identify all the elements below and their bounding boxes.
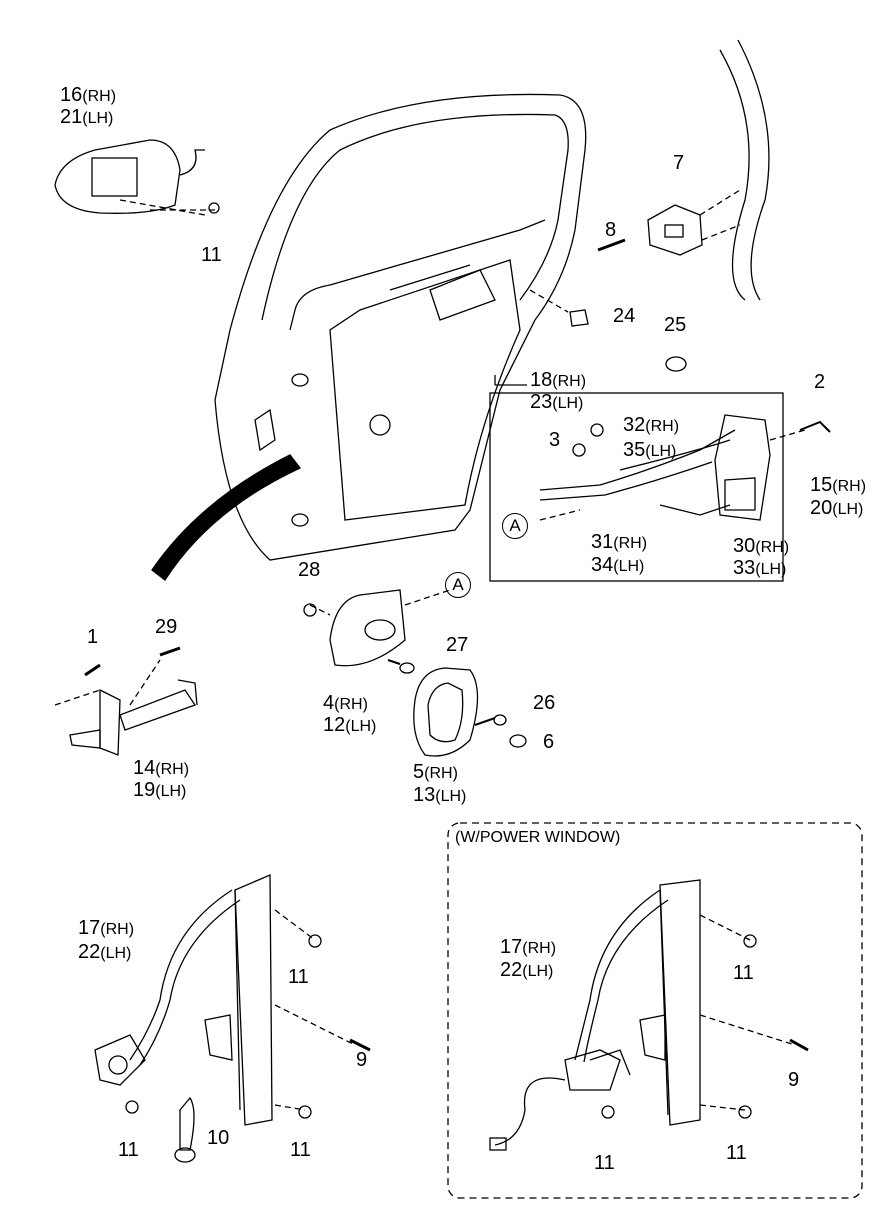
- callout-11: 11: [594, 1152, 615, 1174]
- callout-28: 28: [298, 559, 321, 581]
- callout-11: 11: [290, 1139, 311, 1161]
- manual-window-regulator: [94, 874, 371, 1163]
- callout-17-rh: 17(RH): [78, 917, 135, 939]
- callout-9: 9: [356, 1049, 368, 1071]
- callout-25: 25: [664, 314, 687, 336]
- callout-31-rh: 31(RH): [591, 531, 648, 553]
- door-lock-part: [539, 414, 831, 521]
- callout-15-rh: 15(RH): [810, 474, 867, 496]
- callout-34-lh: 34(LH): [591, 554, 645, 576]
- callout-32-rh: 32(RH): [623, 414, 680, 436]
- callout-6: 6: [543, 731, 555, 753]
- plug-24: [569, 309, 589, 327]
- callout-5-rh: 5(RH): [413, 761, 458, 783]
- callout-21-lh: 21(LH): [60, 106, 114, 128]
- callout-22-lh-power: 22(LH): [500, 959, 554, 981]
- callout-27: 27: [446, 634, 469, 656]
- callout-26: 26: [533, 692, 556, 714]
- callout-22-lh: 22(LH): [78, 941, 132, 963]
- callout-3: 3: [549, 429, 561, 451]
- callout-11: 11: [201, 244, 222, 266]
- door-lock-assembly-box: [489, 392, 784, 582]
- callout-23-lh: 23(LH): [530, 391, 584, 413]
- clip-3: [590, 423, 604, 437]
- striker-pillar: [647, 39, 770, 301]
- door-checker-part: [54, 646, 198, 756]
- callout-16-rh: 16(RH): [60, 84, 117, 106]
- callout-1: 1: [87, 626, 99, 648]
- callout-8: 8: [605, 219, 617, 241]
- callout-11: 11: [118, 1139, 139, 1161]
- callout-30-rh: 30(RH): [733, 535, 790, 557]
- power-window-regulator: [489, 879, 809, 1151]
- callout-2: 2: [814, 371, 826, 393]
- bolt-8: [597, 238, 626, 252]
- callout-10: 10: [207, 1127, 230, 1149]
- callout-29: 29: [155, 616, 178, 638]
- outside-handle-part: [54, 139, 220, 216]
- reference-mark-a: A: [445, 572, 471, 598]
- callout-11: 11: [288, 966, 309, 988]
- callout-35-lh: 35(LH): [623, 439, 677, 461]
- inside-handle-part: [303, 589, 451, 674]
- callout-4-rh: 4(RH): [323, 692, 368, 714]
- callout-19-lh: 19(LH): [133, 779, 187, 801]
- callout-9: 9: [788, 1069, 800, 1091]
- callout-20-lh: 20(LH): [810, 497, 864, 519]
- callout-11: 11: [726, 1142, 747, 1164]
- inside-handle-bezel: [413, 667, 479, 757]
- callout-12-lh: 12(LH): [323, 714, 377, 736]
- callout-33-lh: 33(LH): [733, 557, 787, 579]
- rear-door-panel: [214, 93, 587, 561]
- washer-25: [665, 356, 687, 372]
- callout-17-rh-power: 17(RH): [500, 936, 557, 958]
- power-window-box-title: (W/POWER WINDOW): [455, 829, 621, 846]
- callout-14-rh: 14(RH): [133, 757, 190, 779]
- callout-11: 11: [733, 962, 754, 984]
- callout-13-lh: 13(LH): [413, 784, 467, 806]
- reference-mark-a: A: [502, 513, 528, 539]
- power-window-box: [447, 822, 863, 1199]
- callout-24: 24: [613, 305, 636, 327]
- callout-18-rh: 18(RH): [530, 369, 587, 391]
- cable-strap: [151, 454, 302, 581]
- callout-7: 7: [673, 152, 685, 174]
